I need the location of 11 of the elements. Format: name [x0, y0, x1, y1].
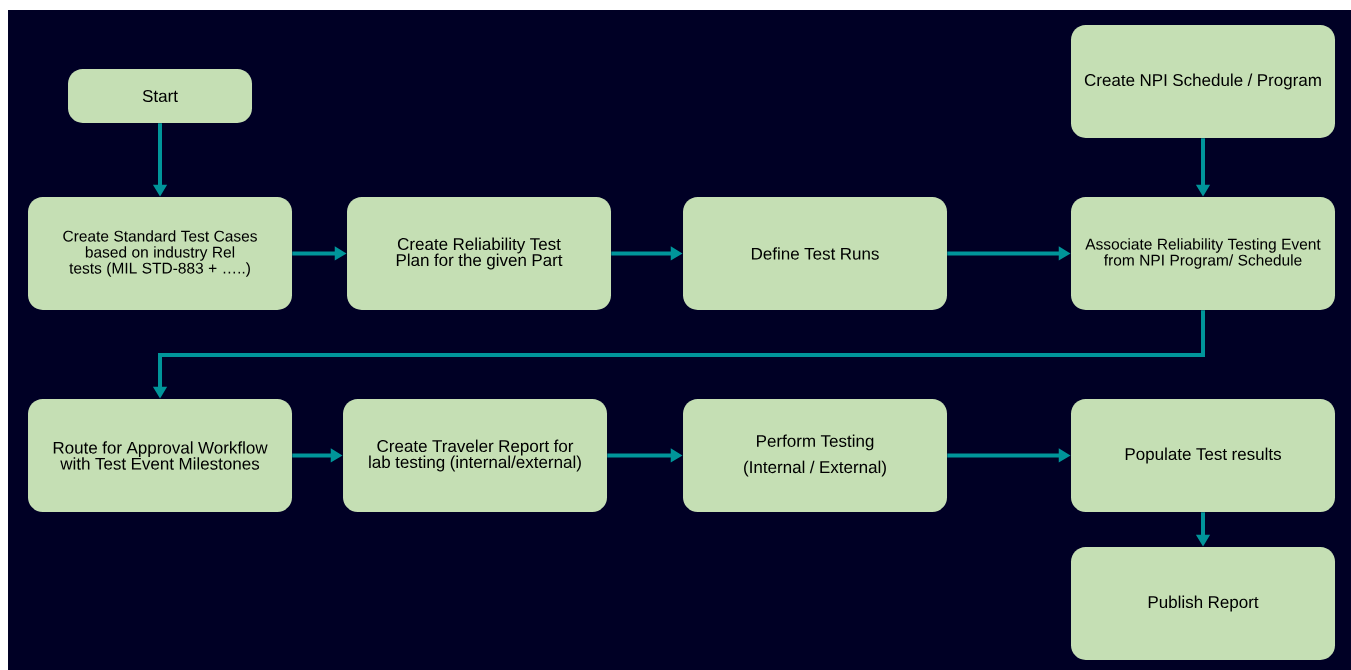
process-box: Create Reliability Test Plan for the given Part [347, 196, 611, 311]
process-box: Create Traveler Report for lab testing (internal/external) [343, 398, 607, 513]
process-box: Perform Testing (Internal / External) [683, 398, 947, 513]
process-box: Create Standard Test Cases based on industry Rel tests (MIL STD-883 + …..) [28, 196, 292, 311]
process-box: Define Test Runs [683, 196, 947, 311]
process-box: Start [68, 69, 252, 123]
process-box: Create NPI Schedule / Program [1071, 24, 1335, 139]
process-box: Populate Test results [1071, 398, 1335, 513]
process-box: Associate Reliability Testing Event from NPI Program/ Schedule [1071, 196, 1335, 311]
process-box: Route for Approval Workflow with Test Event Milestones [28, 398, 292, 513]
process-box: Publish Report [1071, 546, 1335, 661]
